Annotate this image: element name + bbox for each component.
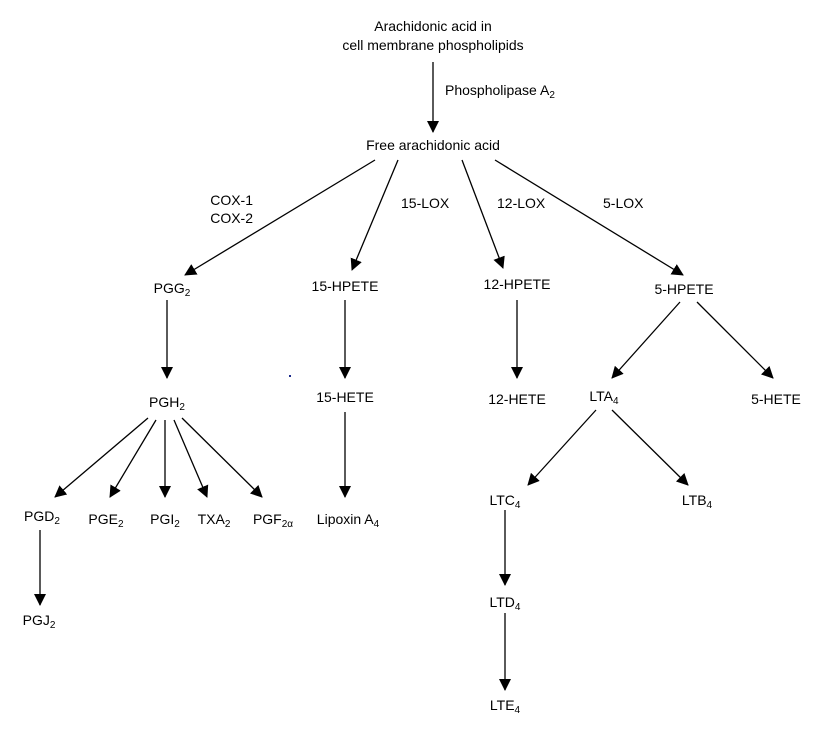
node-lipoxin-a4-sub: 4 [373, 519, 380, 530]
node-pgi2: PGI2 [150, 511, 180, 530]
node-pgd2-base: PGD [24, 508, 55, 524]
node-15-hpete: 15-HPETE [311, 278, 379, 294]
enzyme-5-lox: 5-LOX [603, 195, 644, 211]
node-12-hete: 12-HETE [488, 391, 546, 407]
arrow-pgh-to-txa [173, 419, 209, 498]
node-5-hpete: 5-HPETE [654, 281, 714, 297]
node-lipoxin-a4-base: Lipoxin A [316, 511, 374, 527]
enzyme-12-lox: 12-LOX [497, 195, 546, 211]
arrow-free-to-12hpete [461, 159, 505, 269]
node-pgf2a-base: PGF [252, 511, 282, 527]
node-pgi2-base: PGI [150, 511, 175, 527]
node-pgd2: PGD2 [24, 508, 60, 527]
node-pgj2-sub: 2 [49, 620, 56, 631]
node-lte4-base: LTE [489, 697, 515, 713]
node-source-line2: cell membrane phospholipids [342, 37, 524, 53]
node-pge2-base: PGE [88, 511, 119, 527]
node-pgi2-sub: 2 [174, 519, 180, 530]
node-txa2-base: TXA [197, 511, 225, 527]
enzyme-phospholipase-a2-base: Phospholipase A [445, 82, 550, 98]
node-lte4: LTE4 [489, 697, 521, 716]
arrow-free-to-5hpete [494, 159, 684, 276]
node-ltc4: LTC4 [489, 492, 521, 511]
node-txa2-sub: 2 [224, 519, 231, 530]
arrow-5hpete-to-5hete [696, 301, 774, 379]
enzyme-phospholipase-a2-sub: 2 [549, 90, 555, 101]
arrow-pgh-to-pgf [181, 417, 263, 498]
node-ltb4: LTB4 [681, 492, 713, 511]
arrow-lta-to-ltb [611, 409, 689, 486]
node-pgh2: PGH2 [149, 394, 185, 413]
node-pgj2-base: PGJ [22, 612, 50, 628]
node-ltd4-sub: 4 [514, 602, 521, 613]
arrow-pgh-to-pge [109, 419, 157, 498]
node-pgj2: PGJ2 [22, 612, 56, 631]
node-source-line1: Arachidonic acid in [374, 18, 492, 34]
node-ltc4-base: LTC [489, 492, 515, 508]
node-lta4-base: LTA [589, 388, 614, 404]
arrow-free-to-15hpete [350, 159, 399, 271]
node-txa2: TXA2 [197, 511, 231, 530]
enzyme-cox2: COX-2 [210, 210, 253, 226]
node-pgg2-sub: 2 [184, 288, 191, 299]
enzyme-phospholipase-a2: Phospholipase A2 [445, 82, 555, 101]
node-lta4-sub: 4 [613, 396, 619, 407]
node-15-hete: 15-HETE [316, 389, 374, 405]
stray-dot [289, 375, 291, 377]
node-pgg2-base: PGG [153, 280, 185, 296]
enzyme-cox1: COX-1 [210, 192, 253, 208]
node-pgg2: PGG2 [153, 280, 191, 299]
node-ltb4-sub: 4 [706, 500, 713, 511]
enzyme-15-lox: 15-LOX [401, 195, 450, 211]
node-pgf2a: PGF2α [252, 511, 294, 530]
node-pge2-sub: 2 [118, 519, 124, 530]
node-lte4-sub: 4 [514, 705, 521, 716]
arrow-5hpete-to-lta [611, 301, 681, 379]
arrow-lta-to-ltc [527, 409, 597, 486]
node-pgd2-sub: 2 [54, 516, 60, 527]
node-lipoxin-a4: Lipoxin A4 [316, 511, 380, 530]
node-ltc4-sub: 4 [514, 500, 521, 511]
node-free-arachidonic-acid: Free arachidonic acid [366, 137, 500, 153]
arrow-free-to-pgg [184, 159, 376, 276]
node-ltd4: LTD4 [489, 594, 521, 613]
node-ltb4-base: LTB [681, 492, 707, 508]
node-pge2: PGE2 [88, 511, 124, 530]
node-12-hpete: 12-HPETE [483, 276, 551, 292]
node-pgh2-base: PGH [149, 394, 180, 410]
node-pgf2a-sub: 2α [281, 519, 294, 530]
node-ltd4-base: LTD [489, 594, 515, 610]
node-lta4: LTA4 [589, 388, 619, 407]
node-5-hete: 5-HETE [751, 391, 801, 407]
node-pgh2-sub: 2 [179, 402, 185, 413]
arrow-pgh-to-pgd [54, 417, 149, 498]
